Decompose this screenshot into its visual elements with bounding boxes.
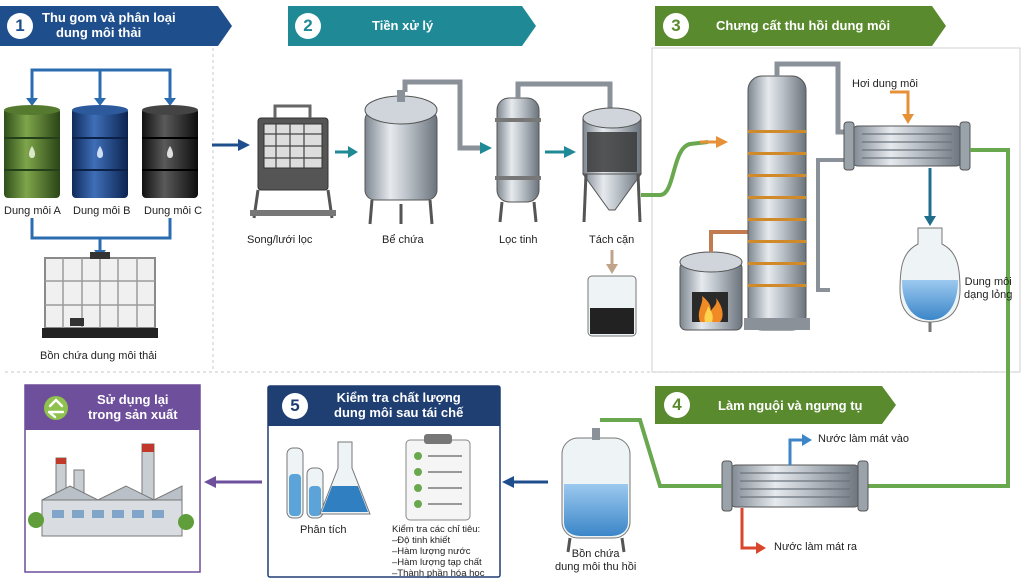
step-1-title: Thu gom và phân loại dung môi thải [42,10,176,40]
condenser-top [843,121,971,171]
step-5-card [267,385,501,578]
label-cooling-out: Nước làm mát ra [774,541,858,553]
step-2-title: Tiền xử lý [372,18,434,33]
label-drum-b: Dung môi B [73,205,131,217]
holding-tank [364,90,438,225]
arrow-filter-to-separator [545,146,576,158]
criteria-list: Kiểm tra các chỉ tiêu: –Độ tinh khiết –H… [392,524,485,579]
label-recovered-tank: Bồn chứa dung môi thu hồi [555,548,637,573]
step-4-title: Làm nguội và ngưng tụ [718,398,863,413]
checklist-icon [405,434,471,521]
step-2-banner [288,6,536,46]
arrow-tank-to-quality-check [502,476,548,488]
fine-filter-vessel [495,97,541,223]
sediment-separator [582,107,642,223]
sediment-beaker [587,275,637,337]
step-4-number: 4 [664,392,690,418]
step-4-banner [655,386,896,424]
distillation-column [744,75,810,331]
arrow-screen-to-tank [335,146,358,158]
label-vapor: Hơi dung môi [852,78,918,90]
pipe-separator-to-column [641,140,709,197]
drum-distribution-pipes [30,68,172,100]
liquid-solvent-flask [899,227,961,332]
cooling-water-in-arrow [788,434,812,465]
label-analysis: Phân tích [300,524,347,536]
recovered-solvent-tank [561,428,631,553]
step-3-banner [655,6,946,46]
drums-to-tank-pipes [30,218,172,252]
label-drum-c: Dung môi C [144,205,203,217]
label-drum-a: Dung môi A [4,205,61,217]
sediment-arrow [606,250,618,274]
drum-a [4,105,60,198]
step-3-number: 3 [663,13,689,39]
drum-arrowheads [26,98,176,106]
step-2-number: 2 [295,13,321,39]
arrow-to-reuse [204,476,262,488]
step-3-title: Chưng cất thu hồi dung môi [716,18,891,33]
screen-filter [250,104,336,219]
step-1-number: 1 [7,13,33,39]
label-liquid-solvent: Dung môi dạng lỏng [964,276,1013,301]
label-cooling-in: Nước làm mát vào [818,433,909,445]
section-dividers [5,47,1021,373]
pipe-boiler-to-column [709,230,748,252]
condensate-arrow [924,168,936,226]
analysis-glassware [286,441,371,519]
condenser-bottom [721,460,869,512]
pipe-filter-to-separator [515,81,613,108]
step-5-title: Kiểm tra chất lượng dung môi sau tái chế [334,390,464,420]
label-screen: Song/lưới lọc [247,234,313,246]
pipe-step3-to-step4 [866,148,1010,488]
drum-b [72,105,128,198]
pipe-tank-to-filter [402,79,482,151]
arrow-step1-to-step2 [212,139,250,151]
recycle-icon [44,396,68,420]
arrow-tank-to-filter [480,142,492,154]
vapor-arrow [890,90,914,124]
reflux-pipe [816,158,852,292]
drum-c [142,105,198,198]
pipe-condenser-to-recovered-tank [600,418,722,488]
reuse-title: Sử dụng lại trong sản xuất [88,392,178,422]
factory-icon [28,443,194,537]
vapor-pipe [774,61,852,135]
label-holding-tank: Bể chứa [382,234,424,246]
step-5-number: 5 [282,393,308,419]
ibc-waste-tank [42,252,158,338]
cooling-water-out-arrow [740,508,766,554]
label-waste-tank: Bồn chứa dung môi thải [40,350,157,362]
arrow-into-column [700,136,728,148]
label-sediment: Tách cặn [589,234,635,246]
step-1-banner [0,6,232,46]
label-fine-filter: Lọc tinh [499,234,538,246]
boiler [679,251,743,331]
fire-icon [698,296,723,322]
